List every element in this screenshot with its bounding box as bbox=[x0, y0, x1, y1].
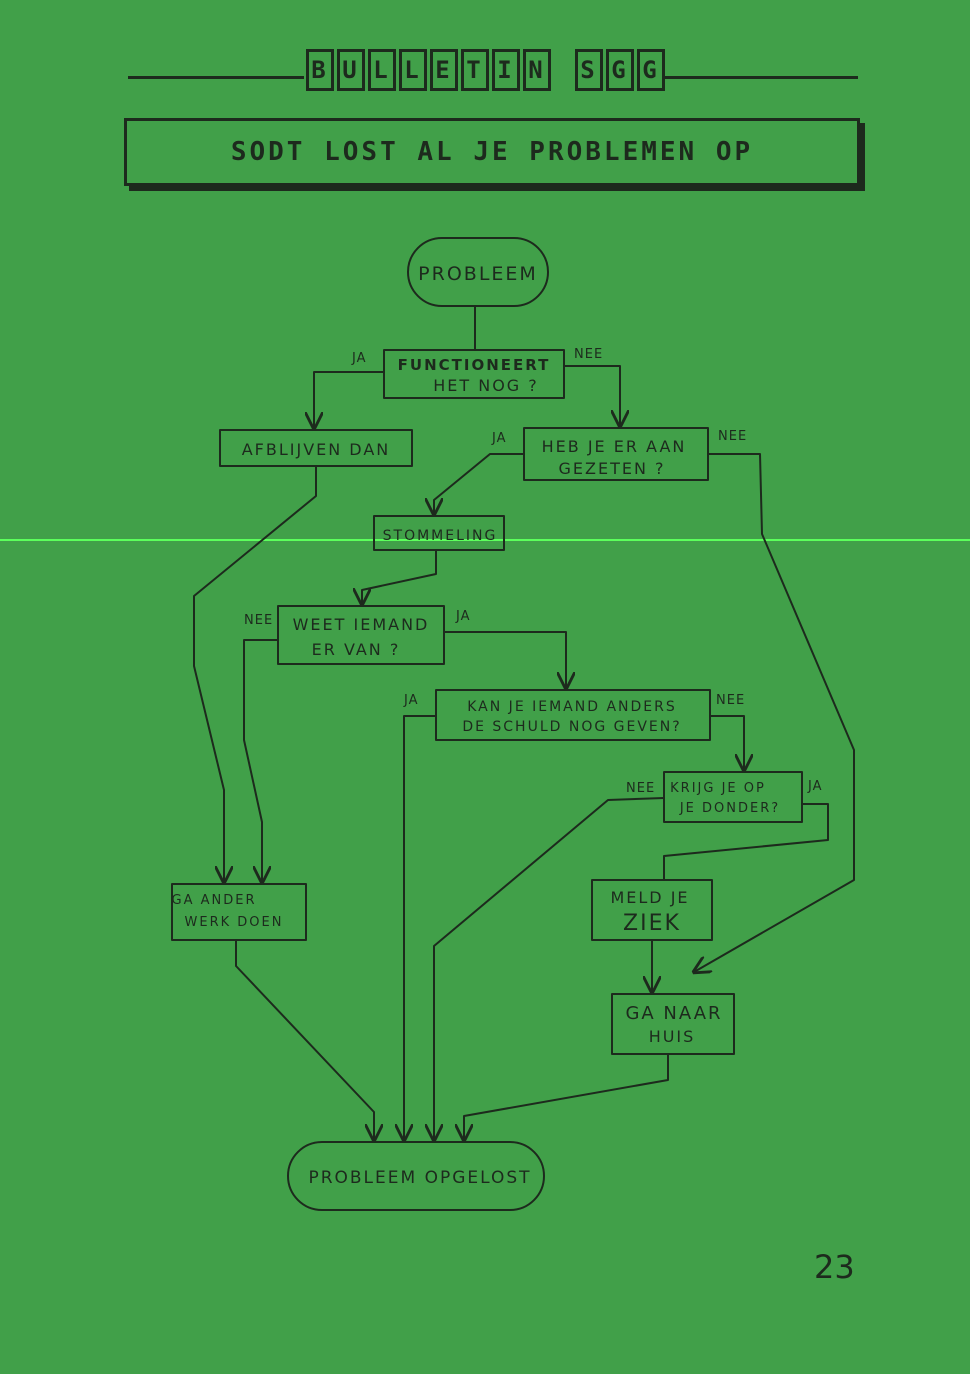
node-ander-werk-label-line1: GA ANDER bbox=[172, 893, 257, 908]
title-letter: B bbox=[305, 49, 334, 91]
title-letter: G bbox=[636, 49, 665, 91]
subtitle-text: SODT LOST AL JE PROBLEMEN OP bbox=[230, 137, 754, 167]
node-meld-ziek-label-line2: ZIEK bbox=[623, 911, 681, 936]
edge-q5-no bbox=[434, 797, 665, 1140]
edge-anderwerk-end bbox=[235, 939, 374, 1140]
edge-huis-end bbox=[464, 1053, 669, 1140]
label-q1-no: NEE bbox=[574, 347, 603, 362]
label-q5-yes: JA bbox=[807, 779, 823, 794]
node-end bbox=[287, 1141, 545, 1211]
label-q3-yes: JA bbox=[455, 609, 471, 624]
label-q2-yes: JA bbox=[491, 431, 507, 446]
label-q2-no: NEE bbox=[718, 429, 747, 444]
node-start-label: PROBLEEM bbox=[418, 263, 538, 285]
node-q4-label-line2: DE SCHULD NOG GEVEN? bbox=[462, 719, 681, 735]
label-q1-yes: JA bbox=[351, 351, 367, 366]
node-naar-huis-label-line2: HUIS bbox=[649, 1027, 696, 1046]
node-q2-label-line2: GEZETEN ? bbox=[558, 459, 665, 478]
node-ander-werk bbox=[171, 883, 307, 941]
node-stommeling-label: STOMMELING bbox=[383, 528, 498, 544]
node-q3-label-line2: ER VAN ? bbox=[312, 640, 401, 659]
node-q5-label-line1: KRIJG JE OP bbox=[670, 781, 766, 796]
edge-q2-no bbox=[694, 453, 855, 972]
header-rule-left bbox=[128, 76, 304, 79]
title-letter: I bbox=[491, 49, 520, 91]
edge-q3-no bbox=[243, 639, 279, 882]
node-end-label: PROBLEEM OPGELOST bbox=[308, 1168, 531, 1188]
label-q3-no: NEE bbox=[244, 613, 273, 628]
label-q4-no: NEE bbox=[716, 693, 745, 708]
node-q4-label-line1: KAN JE IEMAND ANDERS bbox=[467, 699, 676, 715]
edge-q5-yes bbox=[663, 803, 829, 881]
title-letter: G bbox=[605, 49, 634, 91]
edge-q1-yes bbox=[314, 371, 385, 428]
label-q4-yes: JA bbox=[403, 693, 419, 708]
title-letter: L bbox=[398, 49, 427, 91]
node-naar-huis-label-line1: GA NAAR bbox=[625, 1003, 722, 1024]
title-letter: N bbox=[522, 49, 551, 91]
title-letter: T bbox=[460, 49, 489, 91]
node-q3 bbox=[277, 605, 445, 665]
node-q1-label-line2: HET NOG ? bbox=[433, 376, 539, 395]
edge-q3-yes bbox=[443, 631, 566, 688]
title-letter: L bbox=[367, 49, 396, 91]
edge-stommeling-q3 bbox=[362, 549, 437, 604]
edge-q4-no bbox=[709, 715, 744, 770]
title-letter: E bbox=[429, 49, 458, 91]
edge-q2-yes bbox=[434, 453, 525, 514]
edge-q4-yes bbox=[404, 715, 437, 1140]
node-q2-label-line1: HEB JE ER AAN bbox=[542, 437, 687, 456]
node-q1-label-line1: FUNCTIONEERT bbox=[398, 356, 551, 374]
node-q3-label-line1: WEET IEMAND bbox=[293, 615, 430, 634]
node-start bbox=[407, 237, 549, 307]
node-q5 bbox=[663, 771, 803, 823]
subtitle-banner: SODT LOST AL JE PROBLEMEN OP bbox=[124, 118, 860, 186]
edge-q1-no bbox=[563, 365, 620, 426]
node-naar-huis bbox=[611, 993, 735, 1055]
node-afblijven-label: AFBLIJVEN DAN bbox=[242, 440, 391, 459]
node-meld-ziek-label-line1: MELD JE bbox=[610, 888, 689, 907]
page-number: 23 bbox=[814, 1248, 855, 1286]
title-letter: U bbox=[336, 49, 365, 91]
edge-afblijven-down bbox=[193, 465, 317, 882]
label-q5-no: NEE bbox=[626, 781, 655, 796]
scan-artifact-line bbox=[0, 539, 970, 541]
title-letter: S bbox=[574, 49, 603, 91]
node-ander-werk-label-line2: WERK DOEN bbox=[185, 915, 284, 930]
node-q5-label-line2: JE DONDER? bbox=[679, 801, 780, 816]
node-stommeling bbox=[373, 515, 505, 551]
header-rule-right bbox=[664, 76, 858, 79]
